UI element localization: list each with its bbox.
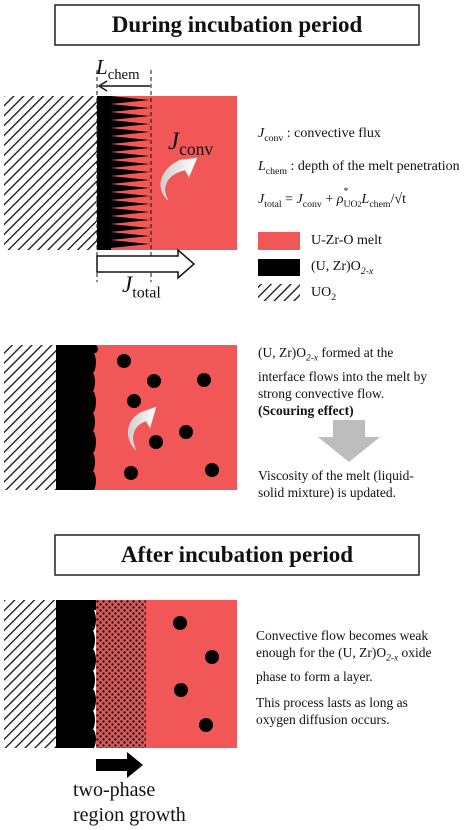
melt-region-3 [146,600,237,748]
jtotal-label: Jtotal [122,272,161,302]
layer-formation-text: Convective flow becomes weak enough for … [256,628,432,727]
oxide-base-1 [97,96,111,250]
legend-swatch-uo2 [258,284,300,301]
title-box-bottom [54,534,420,576]
two-phase-growth-label: two-phase region growth [73,779,186,826]
oxide-fingers-3 [74,600,98,748]
oxide-fingers-2 [74,345,98,490]
update-arrow-down [318,420,380,462]
legend-label-uo2: UO2 [311,285,337,303]
title-during-incubation: During incubation period [111,12,363,37]
uo2-region-3 [4,600,56,748]
convection-curve-arrow-1 [160,157,198,201]
oxide-particles-2 [117,354,219,480]
oxide-particles-3 [173,616,219,732]
title-box-top [54,4,420,46]
oxide-base-3 [56,600,74,748]
legend-swatch-melt [258,232,300,250]
lchem-arrow [97,80,150,92]
legend-swatch-oxide [258,259,300,276]
legend-label-melt: U-Zr-O melt [311,233,382,248]
uo2-region-1 [4,96,97,250]
title-after-incubation: After incubation period [120,542,354,567]
uo2-region-2 [4,345,56,490]
oxide-penetration-spikes-1 [110,96,150,248]
definition-lchem: Lchem : depth of the melt penetration [258,159,460,177]
viscosity-update-text: Viscosity of the melt (liquid- solid mix… [258,468,414,500]
growth-arrow [96,752,143,778]
lchem-label: Lchem [96,55,140,84]
two-phase-region [96,600,146,748]
convection-curve-arrow-2 [128,406,157,451]
legend-label-oxide: (U, Zr)O2-x [311,259,374,277]
jconv-label: Jconv [168,128,214,159]
oxide-base-2 [56,345,74,490]
scouring-description: (U, Zr)O2-x formed at the interface flow… [258,344,472,419]
equation-jtotal: Jtotal = Jconv + ρ*UO2Lchem/√t [258,186,407,210]
definition-jconv: Jconv : convective flux [258,126,381,144]
jtotal-arrow [96,248,196,280]
scouring-effect-label: (Scouring effect) [258,402,354,418]
